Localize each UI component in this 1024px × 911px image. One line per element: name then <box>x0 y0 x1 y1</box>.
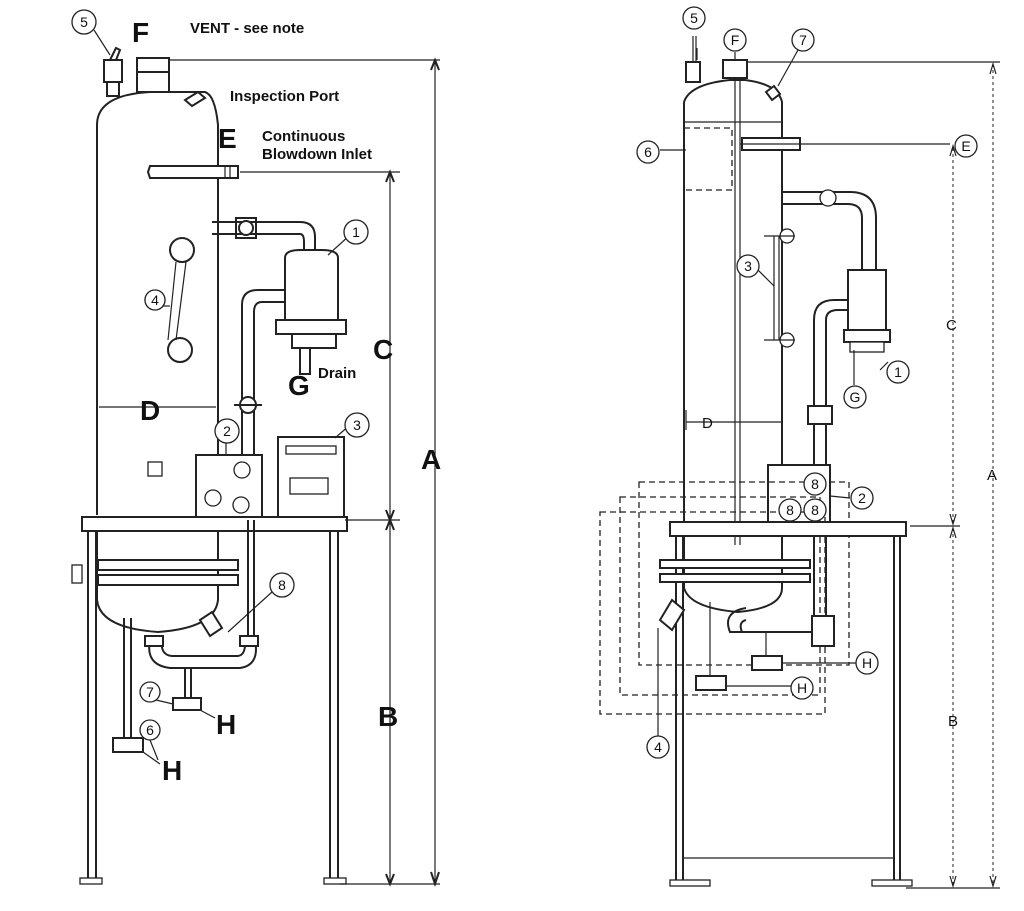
r-callout-e-label: E <box>961 138 970 154</box>
left-vessel-bottom <box>71 520 259 753</box>
r-callout-7-label: 7 <box>799 32 807 48</box>
right-level-gauge <box>764 228 795 348</box>
right-dimension-lines <box>657 48 1000 889</box>
r-callout-4 <box>646 735 670 759</box>
r-callout-f-label: F <box>731 32 740 48</box>
left-vessel-shell <box>96 91 219 515</box>
r-callout-g <box>843 385 867 409</box>
r-callout-h-lower <box>790 676 814 700</box>
callout-2-label: 2 <box>223 423 231 439</box>
r-callout-g-label: G <box>850 389 861 405</box>
right-view: 5 F 7 6 E 3 1 G 8 8 8 2 H H <box>599 6 1000 889</box>
callout-6 <box>139 719 161 741</box>
r-callout-6 <box>636 140 660 164</box>
left-letter-e: E <box>218 123 237 154</box>
r-callout-2-label: 2 <box>858 490 866 506</box>
callout-4 <box>144 289 166 311</box>
right-internal-component <box>683 127 733 191</box>
right-letter-d: D <box>702 415 713 432</box>
r-callout-1-label: 1 <box>894 364 902 380</box>
left-drain-valve-7 <box>172 697 202 711</box>
drain-label: Drain <box>318 365 356 382</box>
right-vent-fitting <box>722 59 748 79</box>
left-letter-h-upper: H <box>216 709 236 740</box>
r-callout-f <box>723 28 747 52</box>
r-callout-8c <box>803 498 827 522</box>
left-view: 5 1 4 2 3 8 7 6 F VENT - see note Inspec… <box>71 9 441 888</box>
r-callout-3 <box>736 254 760 278</box>
r-callout-7 <box>791 28 815 52</box>
callout-5 <box>71 9 97 35</box>
left-letter-g: G <box>288 370 310 401</box>
left-letter-a: A <box>421 444 441 475</box>
r-callout-4-label: 4 <box>654 739 662 755</box>
r-callout-h-upper <box>855 651 879 675</box>
left-letter-h-lower: H <box>162 755 182 786</box>
left-callouts: 5 1 4 2 3 8 7 6 <box>71 9 370 741</box>
blowdown-label-line1: Continuous <box>262 128 345 145</box>
right-drain-valve-upper <box>751 655 783 671</box>
callout-6-label: 6 <box>146 722 154 738</box>
callout-4-label: 4 <box>151 292 159 308</box>
left-vent-fitting <box>136 57 170 93</box>
right-letter-a: A <box>987 467 997 484</box>
right-dashed-enclosures <box>599 481 850 715</box>
left-separator-body <box>284 249 339 321</box>
left-drain-pipe <box>299 347 311 375</box>
r-callout-8a <box>803 472 827 496</box>
right-support-stand <box>669 521 913 887</box>
callout-8-label: 8 <box>278 577 286 593</box>
left-support-stand <box>79 516 348 885</box>
right-drain-valve-lower <box>695 675 727 691</box>
left-letter-b: B <box>378 701 398 732</box>
r-callout-h-lower-label: H <box>797 680 807 696</box>
r-callout-2 <box>850 486 874 510</box>
left-letter-d: D <box>140 395 160 426</box>
r-callout-3-label: 3 <box>744 258 752 274</box>
r-callout-e <box>954 134 978 158</box>
callout-1-label: 1 <box>352 224 360 240</box>
left-blowdown-inlet <box>146 165 239 179</box>
left-letter-c: C <box>373 334 393 365</box>
left-control-panel <box>277 436 345 518</box>
r-callout-6-label: 6 <box>644 144 652 160</box>
r-callout-1 <box>886 360 910 384</box>
blowdown-label-line2: Blowdown Inlet <box>262 146 372 163</box>
left-separator-piping <box>212 217 347 520</box>
callout-8 <box>269 572 295 598</box>
left-letter-f: F <box>132 17 149 48</box>
right-inspection-port <box>764 84 782 102</box>
callout-7 <box>139 681 161 703</box>
r-callout-5-label: 5 <box>690 10 698 26</box>
left-dimension-lines <box>99 57 440 888</box>
right-letter-b: B <box>948 713 958 730</box>
r-callout-8a-label: 8 <box>811 476 819 492</box>
r-callout-8b <box>778 498 802 522</box>
r-callout-8b-label: 8 <box>786 502 794 518</box>
left-separator-flange <box>275 319 347 335</box>
left-relief-valve <box>103 46 123 97</box>
right-relief-valve <box>685 61 701 83</box>
inspection-port-label: Inspection Port <box>230 88 339 105</box>
callout-3-label: 3 <box>353 417 361 433</box>
callout-7-label: 7 <box>146 684 154 700</box>
callout-5-label: 5 <box>80 14 88 30</box>
left-drain-valve-6 <box>112 737 144 753</box>
r-callout-8c-label: 8 <box>811 502 819 518</box>
left-inspection-port <box>183 90 207 108</box>
vent-note: VENT - see note <box>190 20 304 37</box>
right-vessel-bottom <box>658 536 835 691</box>
r-callout-5 <box>682 6 706 30</box>
callout-3 <box>344 412 370 438</box>
right-callouts: 5 F 7 6 E 3 1 G 8 8 8 2 H H <box>636 6 978 759</box>
left-control-box <box>147 454 263 518</box>
r-callout-h-upper-label: H <box>862 655 872 671</box>
callout-1 <box>343 219 369 245</box>
callout-2 <box>214 418 240 444</box>
right-separator-piping <box>782 189 891 630</box>
right-separator-body <box>847 269 887 331</box>
right-letter-c: C <box>946 317 957 334</box>
